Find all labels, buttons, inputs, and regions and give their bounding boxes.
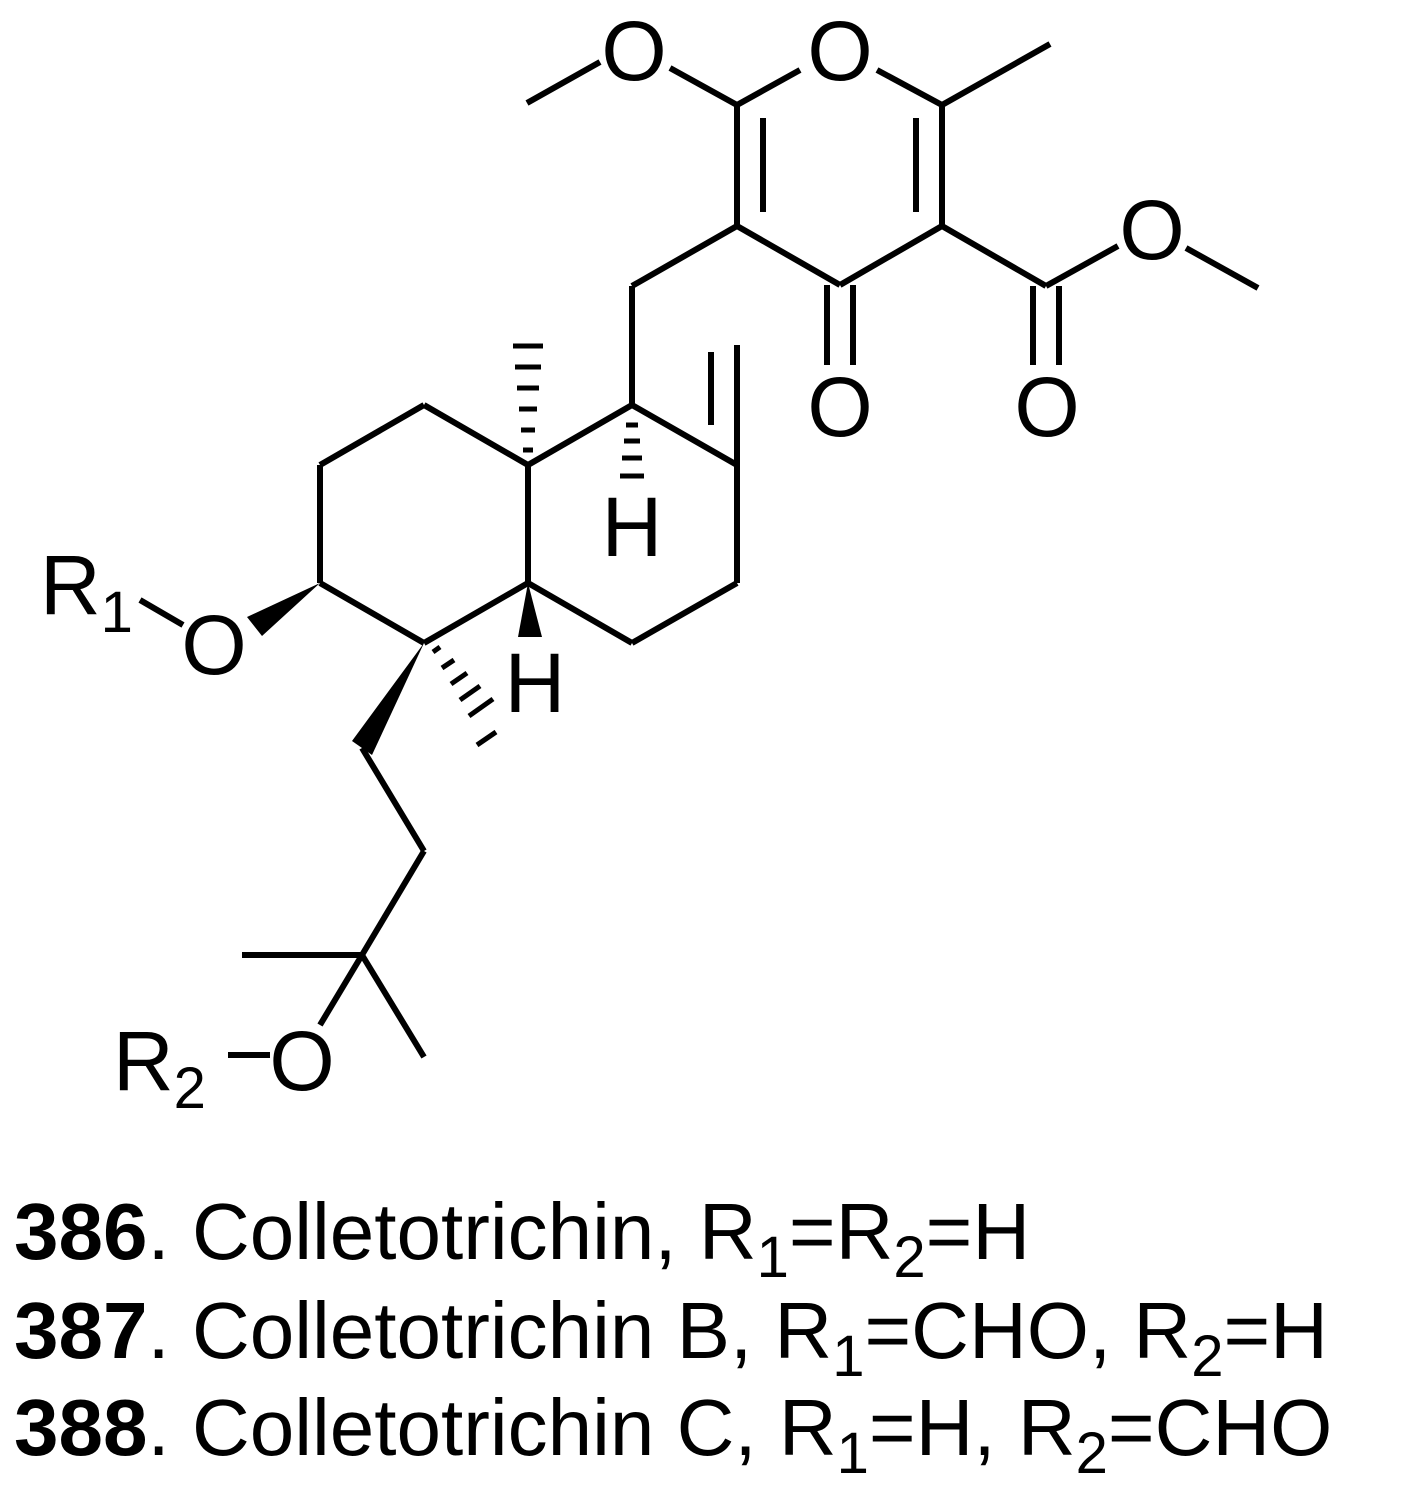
atom-o-ring: O xyxy=(807,4,872,98)
atom-r2-group: R2 xyxy=(113,1014,206,1121)
caption-388: 388. Colletotrichin C, R1=H, R2=CHO xyxy=(14,1383,1332,1486)
wedge-bonds xyxy=(247,583,542,755)
atom-o-r1: O xyxy=(181,598,246,692)
atom-h-lower: H xyxy=(505,636,566,730)
atom-h-upper: H xyxy=(602,480,663,574)
atom-o-ester-carbonyl: O xyxy=(1014,360,1079,454)
hashed-bonds xyxy=(431,343,644,748)
atom-labels: O O O O O H H O O R1 R2 xyxy=(40,4,1185,1121)
atom-o-r2: O xyxy=(269,1014,334,1108)
atom-o-ester-single: O xyxy=(1119,183,1184,277)
bond-lines xyxy=(138,41,1260,1059)
caption-386: 386. Colletotrichin, R1=R2=H xyxy=(14,1187,1030,1290)
atom-o-methoxy: O xyxy=(601,4,666,98)
caption-387: 387. Colletotrichin B, R1=CHO, R2=H xyxy=(14,1286,1328,1389)
compound-captions: 386. Colletotrichin, R1=R2=H 387. Collet… xyxy=(14,1187,1332,1486)
atom-o-ketone: O xyxy=(807,360,872,454)
atom-r1-group: R1 xyxy=(40,538,133,645)
